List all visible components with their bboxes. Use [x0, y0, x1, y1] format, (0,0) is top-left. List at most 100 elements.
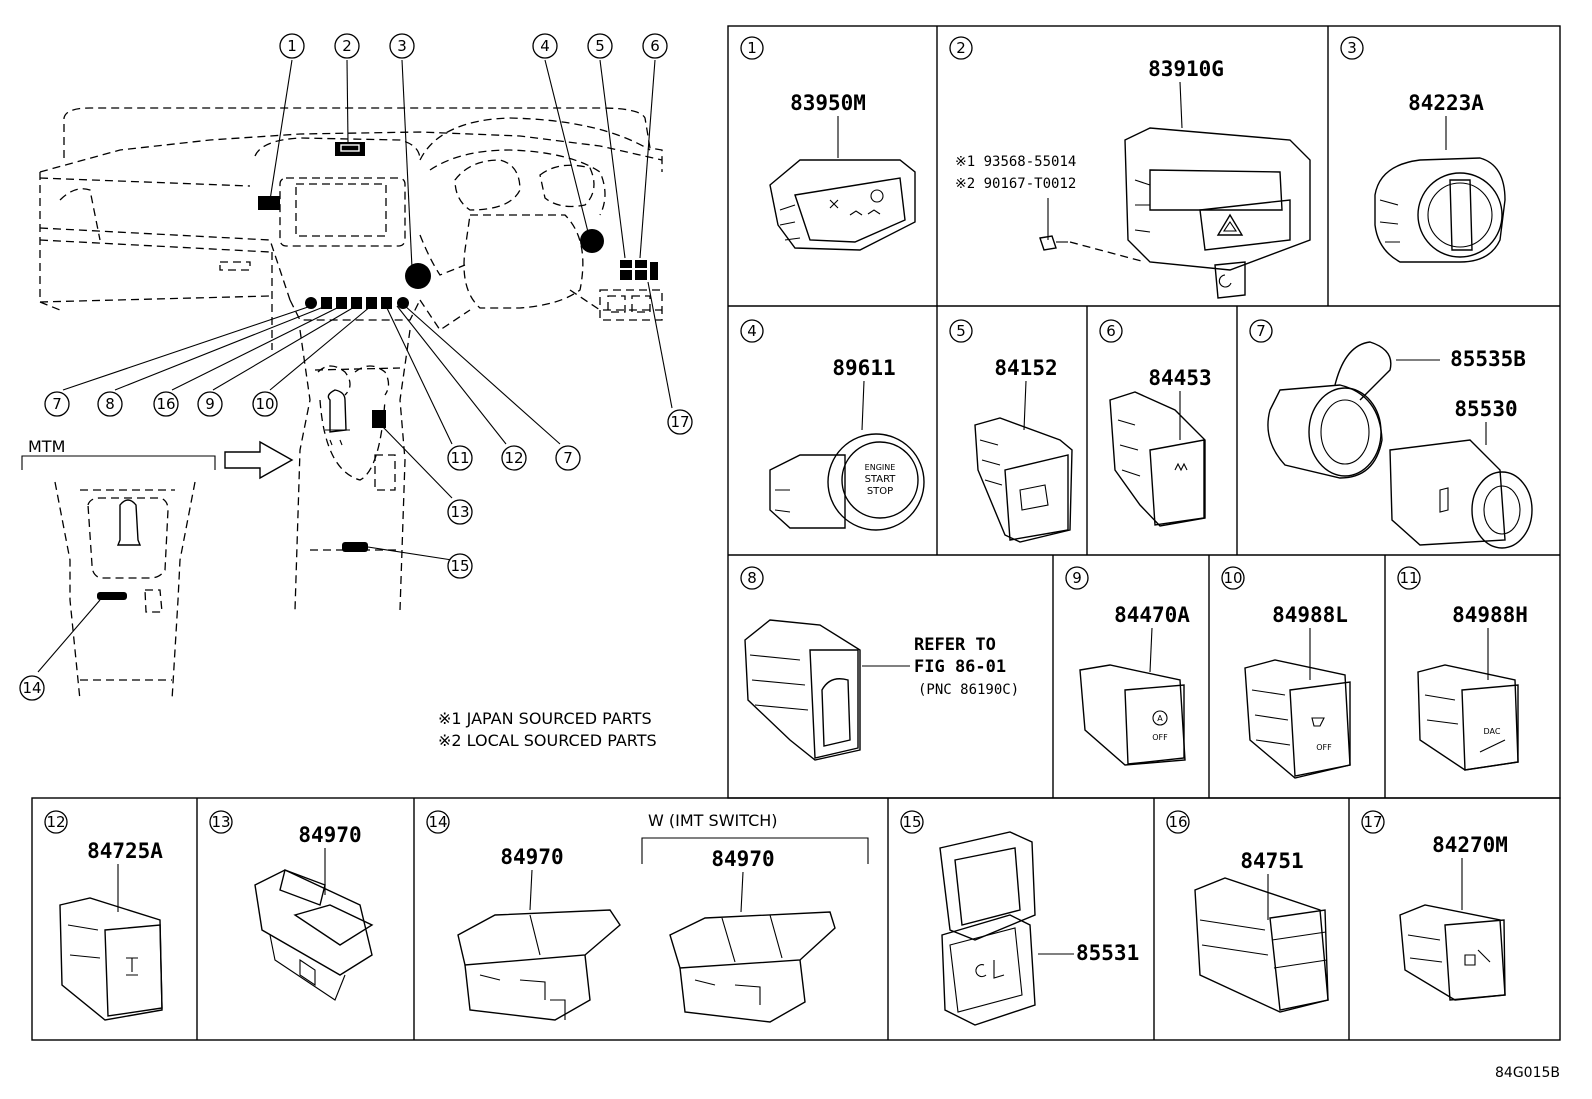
- svg-text:5: 5: [956, 322, 966, 340]
- svg-text:13: 13: [211, 813, 230, 831]
- svg-text:OFF: OFF: [1316, 743, 1332, 752]
- panel-11: 11 84988H DAC: [1397, 566, 1528, 771]
- svg-text:12: 12: [504, 449, 523, 467]
- panel-10: 10 84988L OFF: [1221, 566, 1351, 779]
- part-drawing-15: [939, 831, 1036, 1026]
- svg-text:11: 11: [1399, 569, 1418, 587]
- svg-text:9: 9: [205, 395, 215, 413]
- part-code-7b: 85530: [1454, 397, 1517, 421]
- part-code-14b: 84970: [711, 847, 774, 871]
- panel-12: 12 84725A: [44, 810, 163, 1021]
- svg-text:7: 7: [563, 449, 573, 467]
- panel-4: 4 89611 ENGINE START STOP: [740, 319, 925, 531]
- panel-5: 5 84152: [949, 319, 1073, 543]
- dashboard-overview: MTM 1 2 3 4 5 6 7 8 16 9 10 11 12 7 13 1…: [19, 33, 693, 750]
- part-code-4: 89611: [832, 356, 895, 380]
- part-code-2: 83910G: [1148, 57, 1224, 81]
- part-drawing-13: [254, 869, 374, 1001]
- svg-text:9: 9: [1072, 569, 1082, 587]
- svg-text:OFF: OFF: [1152, 733, 1168, 742]
- part-code-1: 83950M: [790, 91, 866, 115]
- mtm-label: MTM: [28, 437, 65, 456]
- marker-4: [580, 229, 604, 253]
- part-code-13: 84970: [298, 823, 361, 847]
- part-drawing-8: [744, 619, 861, 761]
- part-code-6: 84453: [1148, 366, 1211, 390]
- svg-text:15: 15: [450, 557, 469, 575]
- part-drawing-16: [1194, 877, 1329, 1013]
- drawing-id: 84G015B: [1495, 1065, 1560, 1081]
- part-drawing-9: A OFF: [1079, 664, 1186, 766]
- part-drawing-5: [974, 417, 1073, 543]
- part-code-10: 84988L: [1272, 603, 1348, 627]
- svg-text:STOP: STOP: [867, 486, 893, 497]
- svg-text:8: 8: [747, 569, 757, 587]
- refer-line-2: FIG 86-01: [914, 657, 1006, 677]
- part-drawing-7b: [1389, 439, 1533, 549]
- refer-line-1: REFER TO: [914, 635, 996, 655]
- svg-text:10: 10: [1223, 569, 1242, 587]
- part-drawing-17: [1399, 904, 1506, 1001]
- svg-text:7: 7: [52, 395, 62, 413]
- panel-6: 6 84453: [1099, 319, 1212, 527]
- panel-1: 1 83950M: [740, 36, 916, 251]
- note-local: ※2 LOCAL SOURCED PARTS: [438, 731, 657, 750]
- engine-text: ENGINE: [865, 463, 896, 472]
- part-code-3: 84223A: [1408, 91, 1484, 115]
- part-code-9: 84470A: [1114, 603, 1190, 627]
- panel-15: 15 85531: [900, 810, 1139, 1026]
- marker-3: [405, 263, 431, 289]
- part-drawing-1: [769, 159, 916, 251]
- part-code-12: 84725A: [87, 839, 163, 863]
- panel-13: 13 84970: [209, 810, 374, 1001]
- part-drawing-11: DAC: [1417, 664, 1519, 771]
- svg-text:13: 13: [450, 503, 469, 521]
- svg-text:14: 14: [22, 679, 41, 697]
- svg-text:4: 4: [747, 322, 757, 340]
- svg-text:2: 2: [342, 37, 352, 55]
- part-drawing-3: [1374, 157, 1506, 263]
- svg-text:16: 16: [156, 395, 175, 413]
- svg-text:11: 11: [450, 449, 469, 467]
- marker-1: [258, 196, 280, 210]
- part-code-7a: 85535B: [1450, 347, 1526, 371]
- svg-text:10: 10: [255, 395, 274, 413]
- panel-16: 16 84751: [1166, 810, 1329, 1013]
- refer-line-3: (PNC 86190C): [918, 682, 1019, 698]
- svg-text:14: 14: [428, 813, 447, 831]
- panel-3: 3 84223A: [1340, 36, 1506, 263]
- part-drawing-10: OFF: [1244, 659, 1351, 779]
- overview-callouts: 1 2 3 4 5 6 7 8 16 9 10 11 12 7 13 15 14…: [19, 33, 693, 701]
- panel-17: 17 84270M: [1361, 810, 1508, 1001]
- parts-grid: [31, 25, 1561, 1041]
- svg-text:4: 4: [540, 37, 550, 55]
- screw-drawing: [1039, 235, 1146, 263]
- svg-text:6: 6: [650, 37, 660, 55]
- svg-text:5: 5: [595, 37, 605, 55]
- part-drawing-4: ENGINE START STOP: [769, 433, 925, 531]
- fastener-local: ※2 90167-T0012: [955, 176, 1076, 192]
- panel-2: 2 83910G ※1 93568-55014 ※2 90167-T0012: [949, 36, 1311, 299]
- part-code-14a: 84970: [500, 845, 563, 869]
- svg-text:17: 17: [1363, 813, 1382, 831]
- svg-text:12: 12: [46, 813, 65, 831]
- svg-text:15: 15: [902, 813, 921, 831]
- fastener-japan: ※1 93568-55014: [955, 154, 1076, 170]
- part-code-5: 84152: [994, 356, 1057, 380]
- svg-text:2: 2: [956, 39, 966, 57]
- part-drawing-6: [1109, 391, 1206, 527]
- svg-text:3: 3: [1347, 39, 1357, 57]
- svg-text:1: 1: [747, 39, 757, 57]
- imt-switch-label: W (IMT SWITCH): [648, 811, 778, 830]
- part-code-16: 84751: [1240, 849, 1303, 873]
- marker-2: [335, 142, 365, 156]
- svg-text:START: START: [865, 474, 897, 485]
- part-code-15: 85531: [1076, 941, 1139, 965]
- svg-text:A: A: [1157, 714, 1163, 723]
- svg-text:7: 7: [1256, 322, 1266, 340]
- note-japan: ※1 JAPAN SOURCED PARTS: [438, 709, 652, 728]
- part-code-17: 84270M: [1432, 833, 1508, 857]
- svg-text:1: 1: [287, 37, 297, 55]
- svg-text:DAC: DAC: [1484, 727, 1501, 736]
